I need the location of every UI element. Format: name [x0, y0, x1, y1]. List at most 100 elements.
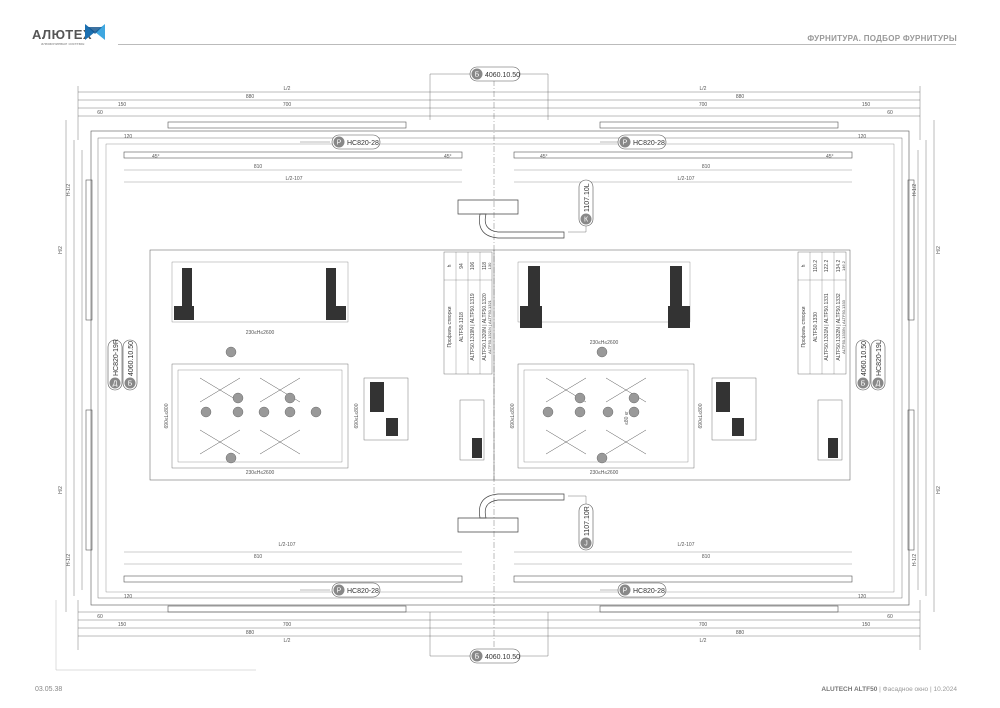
callout-top: Б 4060.10.50 — [469, 66, 521, 82]
dim-hrange-r2: 690≤L≤800 — [698, 403, 704, 428]
callout-letter: Б — [475, 72, 480, 79]
dim-810-bl: 810 — [254, 554, 263, 560]
dim-l2-bl: L/2 — [284, 638, 291, 644]
table-row: ALTF50.1330 — [813, 312, 819, 342]
callout-label: HC820-19L — [876, 340, 883, 376]
brand-subtitle: алюминиевые системы — [41, 41, 85, 46]
dim-h2-2-left: H-1/2 — [66, 184, 72, 196]
handle-top-lever — [479, 213, 565, 239]
table-left: Профиль створки h ALTF50.1318 94 ALTF50.… — [447, 262, 492, 361]
dim-l2m107-bl: L/2-107 — [279, 542, 296, 548]
dim-h2-left-bottom: H/2 — [58, 486, 64, 494]
table-row: ALTF50.1321N | ALTF50.1321 — [487, 299, 492, 354]
callout-label: 4060.10.50 — [485, 72, 520, 79]
callout-left: Б 4060.10.50 — [122, 339, 138, 391]
dim-60-tl: 60 — [97, 110, 103, 116]
callout-letter: Р — [337, 140, 342, 147]
dim-range-tr: 230≤H≤2600 — [590, 340, 619, 346]
dim-h2-3-left: H-1/2 — [66, 554, 72, 566]
table-cell: 122.2 — [824, 260, 830, 273]
footer-doc: Фасадное окно — [882, 686, 929, 693]
callout-letter: Р — [623, 588, 628, 595]
dim-l2m107-br: L/2-107 — [678, 542, 695, 548]
callout-label: 1107.10L — [584, 183, 591, 212]
dim-120-tl: 120 — [124, 134, 133, 140]
table-cell: 134.2 — [836, 260, 842, 273]
callout-label: 4060.10.50 — [128, 341, 135, 376]
table-cell: 130 — [487, 262, 492, 269]
section-title: ФУРНИТУРА. ПОДБОР ФУРНИТУРЫ — [807, 34, 957, 43]
dim-60-br: 60 — [887, 614, 893, 620]
dim-700-tr: 700 — [699, 102, 708, 108]
dim-weight: ≤80 кг — [624, 411, 630, 425]
dim-h2-right-bottom: H/2 — [936, 486, 942, 494]
brand-logo: АЛЮТЕХ алюминиевые системы — [32, 24, 105, 46]
detail-panel — [149, 249, 851, 481]
page-number: 03.05.38 — [35, 686, 63, 693]
footer-date: 10.2024 — [933, 686, 958, 693]
callout-letter: Д — [113, 381, 118, 388]
table-cell: 118 — [482, 262, 488, 270]
dim-l2-top-left: L/2 — [284, 86, 291, 92]
table-row: ALTF50.1318 — [459, 312, 465, 342]
table-right-code-head: h — [801, 264, 807, 267]
brand-mark-icon — [85, 24, 105, 40]
dim-810-tr: 810 — [702, 164, 711, 170]
dim-150-tr: 150 — [862, 102, 871, 108]
dim-45-tr: 45° — [540, 154, 548, 160]
callout-hc-bl: Р HC820-28 — [331, 582, 381, 598]
callout-label: HC820-28 — [347, 140, 379, 147]
dim-l2m107-tl: L/2-107 — [286, 176, 303, 182]
table-row: ALTF50.1333N | ALTF50.1333 — [841, 299, 846, 354]
callout-left-vertical: Д HC820-19R — [107, 339, 123, 391]
table-left-head: Профиль створки — [447, 306, 453, 347]
dim-l2m107-tr: L/2-107 — [678, 176, 695, 182]
table-cell: 94 — [459, 263, 465, 269]
outer-frame — [90, 130, 910, 606]
table-cell: 106 — [470, 262, 476, 271]
dim-l2-br: L/2 — [700, 638, 707, 644]
dim-880-bl: 880 — [246, 630, 255, 636]
dim-700-br: 700 — [699, 622, 708, 628]
dim-700-bl: 700 — [283, 622, 292, 628]
handle-bottom-base — [457, 517, 519, 533]
dim-60-tr: 60 — [887, 110, 893, 116]
header-divider — [118, 44, 956, 45]
dim-880-tr: 880 — [736, 94, 745, 100]
callout-letter: Ј — [584, 541, 588, 548]
dim-hrange-l2: 690≤L≤800 — [354, 403, 360, 428]
callout-letter: К — [584, 217, 589, 224]
dim-120-bl: 120 — [124, 594, 133, 600]
page-footer: ALUTECH ALTF50 | Фасадное окно | 10.2024 — [821, 686, 957, 693]
dim-120-br: 120 — [858, 594, 867, 600]
table-right-head: Профиль створки — [801, 306, 807, 347]
table-row: ALTF50.1319N | ALTF50.1319 — [470, 293, 476, 360]
dim-45-tl: 45° — [152, 154, 160, 160]
callout-right-vertical: Д HC820-19L — [870, 339, 886, 391]
callout-handle-top: К 1107.10L — [578, 179, 594, 227]
dim-l2-top-right: L/2 — [700, 86, 707, 92]
dim-60-bl: 60 — [97, 614, 103, 620]
callout-handle-bottom: Ј 1107.10R — [578, 503, 594, 551]
callout-label: HC820-19R — [113, 339, 120, 376]
callout-letter: Р — [337, 588, 342, 595]
handle-bottom-lever — [479, 493, 565, 519]
table-row: ALTF50.1332N | ALTF50.1332 — [836, 293, 842, 360]
callout-hc-tr: Р HC820-28 — [617, 134, 667, 150]
dim-hrange-l: 690≤L≤800 — [164, 403, 170, 428]
callout-bottom: Б 4060.10.50 — [469, 648, 521, 664]
callout-label: HC820-28 — [347, 588, 379, 595]
table-row: ALTF50.1331N | ALTF50.1331 — [824, 293, 830, 360]
callout-label: HC820-28 — [633, 588, 665, 595]
dim-810-br: 810 — [702, 554, 711, 560]
callout-letter: Р — [623, 140, 628, 147]
dim-880-br: 880 — [736, 630, 745, 636]
dim-range-bl: 230≤H≤2600 — [246, 470, 275, 476]
dim-h2-left-top: H/2 — [58, 246, 64, 254]
callout-label: HC820-28 — [633, 140, 665, 147]
footer-product: ALUTECH ALTF50 — [821, 686, 878, 693]
dim-h2-2-right: H-1/2 — [912, 184, 918, 196]
callout-letter: Б — [861, 381, 866, 388]
dim-810-tl: 810 — [254, 164, 263, 170]
dim-45-tl2: 45° — [444, 154, 452, 160]
